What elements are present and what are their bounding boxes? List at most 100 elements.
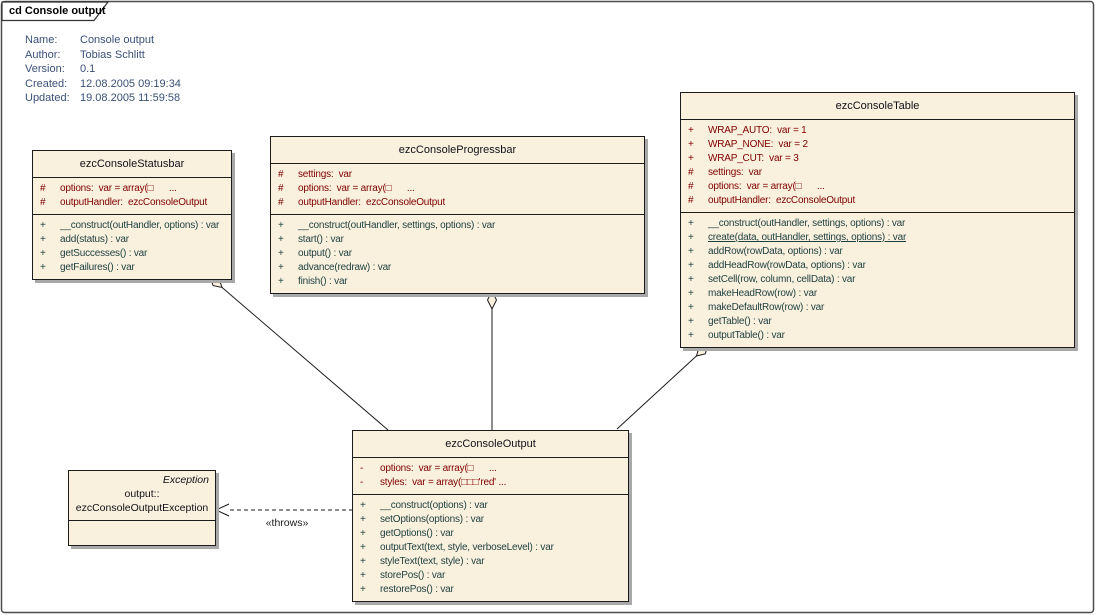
class-member: +setOptions(options) : var: [353, 513, 628, 527]
throws-label: «throws»: [265, 517, 309, 529]
class-attributes: +WRAP_AUTO: var = 1+WRAP_NONE: var = 2+W…: [681, 120, 1074, 213]
class-member: +__construct(options) : var: [353, 499, 628, 513]
member-text: settings: var: [298, 169, 352, 180]
member-text: options: var = array(□ ...: [708, 181, 825, 192]
visibility-marker: +: [278, 276, 284, 287]
class-member: + styleText(text, style) : var: [353, 555, 628, 569]
class-methods: +__construct(outHandler, options) : var+…: [33, 215, 231, 279]
exception-empty-compartment: [69, 521, 215, 545]
class-member: + outputTable() : var: [681, 329, 1074, 343]
member-text: storePos() : var: [380, 570, 446, 581]
visibility-marker: +: [360, 528, 366, 539]
visibility-marker: +: [40, 248, 46, 259]
class-member: -styles: var = array(□□□'red' ...: [353, 476, 628, 490]
metadata-value: 12.08.2005 09:19:34: [80, 77, 181, 90]
visibility-marker: +: [40, 262, 46, 273]
class-ezcConsoleStatusbar[interactable]: ezcConsoleStatusbar #options: var = arra…: [32, 150, 232, 280]
member-text: add(status) : var: [60, 234, 129, 245]
visibility-marker: +: [688, 274, 694, 285]
visibility-marker: +: [360, 542, 366, 553]
class-member: +restorePos() : var: [353, 583, 628, 597]
metadata-label: Author:: [25, 48, 61, 61]
member-text: WRAP_CUT: var = 3: [708, 153, 799, 164]
member-text: finish() : var: [298, 276, 348, 287]
metadata-row: Name:Console output: [25, 33, 181, 48]
member-text: styleText(text, style) : var: [380, 556, 485, 567]
class-ezcConsoleOutputException[interactable]: Exception output:: ezcConsoleOutputExcep…: [68, 470, 216, 546]
class-methods: +__construct(options) : var+setOptions(o…: [353, 495, 628, 601]
visibility-marker: +: [688, 218, 694, 229]
class-member: #options: var = array(□ ...: [271, 182, 644, 196]
class-member: #outputHandler: ezcConsoleOutput: [33, 196, 231, 210]
member-text: WRAP_AUTO: var = 1: [708, 125, 807, 136]
class-ezcConsoleTable[interactable]: ezcConsoleTable +WRAP_AUTO: var = 1+WRAP…: [680, 92, 1075, 348]
member-text: restorePos() : var: [380, 584, 454, 595]
class-member: +outputText(text, style, verboseLevel) :…: [353, 541, 628, 555]
member-text: options: var = array(□ ...: [298, 183, 415, 194]
visibility-marker: +: [688, 260, 694, 271]
member-text: getOptions() : var: [380, 528, 454, 539]
class-member: # options: var = array(□ ...: [33, 182, 231, 196]
visibility-marker: +: [360, 570, 366, 581]
visibility-marker: +: [40, 234, 46, 245]
class-member: #outputHandler: ezcConsoleOutput: [271, 196, 644, 210]
member-text: __construct(options) : var: [380, 500, 488, 511]
class-member: +addRow(rowData, options) : var: [681, 245, 1074, 259]
class-member: + WRAP_AUTO: var = 1: [681, 124, 1074, 138]
exception-name: ezcConsoleOutputException: [75, 502, 209, 514]
class-attributes: -options: var = array(□ ...-styles: var …: [353, 458, 628, 495]
class-title: ezcConsoleTable: [681, 93, 1074, 120]
association-line-statusbar-output[interactable]: [221, 287, 389, 431]
class-member: +__construct(outHandler, settings, optio…: [271, 219, 644, 233]
visibility-marker: #: [688, 167, 694, 178]
class-member: + addHeadRow(rowData, options) : var: [681, 259, 1074, 273]
visibility-marker: #: [40, 183, 46, 194]
visibility-marker: #: [40, 197, 46, 208]
member-text: outputHandler: ezcConsoleOutput: [298, 197, 446, 208]
visibility-marker: +: [360, 556, 366, 567]
visibility-marker: #: [688, 181, 694, 192]
class-member: +makeHeadRow(row) : var: [681, 287, 1074, 301]
visibility-marker: -: [360, 463, 364, 474]
member-text: getTable() : var: [708, 316, 772, 327]
member-text: __construct(outHandler, settings, option…: [298, 220, 496, 231]
metadata-row: Version:0.1: [25, 62, 181, 77]
visibility-marker: +: [688, 330, 694, 341]
exception-name-compartment: Exception output:: ezcConsoleOutputExcep…: [69, 471, 215, 521]
association-line-table-output[interactable]: [616, 355, 697, 430]
throws-open-arrowhead: [214, 503, 230, 517]
metadata-label: Created:: [25, 77, 68, 90]
class-ezcConsoleOutput[interactable]: ezcConsoleOutput -options: var = array(□…: [352, 430, 629, 602]
class-member: #settings: var: [681, 166, 1074, 180]
class-member: + WRAP_CUT: var = 3: [681, 152, 1074, 166]
visibility-marker: +: [688, 125, 694, 136]
visibility-marker: +: [688, 232, 694, 243]
class-member: #outputHandler: ezcConsoleOutput: [681, 194, 1074, 208]
class-member: +getTable() : var: [681, 315, 1074, 329]
metadata-value: Console output: [80, 34, 154, 46]
class-ezcConsoleProgressbar[interactable]: ezcConsoleProgressbar #settings: var#opt…: [270, 136, 645, 294]
metadata-row: Author:Tobias Schlitt: [25, 48, 181, 63]
class-member: +__construct(outHandler, options) : var: [33, 219, 231, 233]
member-text: addHeadRow(rowData, options) : var: [708, 260, 866, 271]
class-member: + add(status) : var: [33, 233, 231, 247]
visibility-marker: -: [360, 477, 364, 488]
member-text: options: var = array(□ ...: [60, 183, 177, 194]
class-member: + storePos() : var: [353, 569, 628, 583]
class-member: +WRAP_NONE: var = 2: [681, 138, 1074, 152]
visibility-marker: +: [278, 248, 284, 259]
member-text: start() : var: [298, 234, 344, 245]
frame-tab: [1, 1, 110, 22]
class-member: +getFailures() : var: [33, 261, 231, 275]
class-member: +create(data, outHandler, settings, opti…: [681, 231, 1074, 245]
class-methods: + __construct(outHandler, settings, optio…: [271, 215, 644, 293]
member-text: outputTable() : var: [708, 330, 785, 341]
visibility-marker: +: [40, 220, 46, 231]
visibility-marker: +: [360, 514, 366, 525]
visibility-marker: +: [688, 153, 694, 164]
member-text: addRow(rowData, options) : var: [708, 246, 843, 257]
